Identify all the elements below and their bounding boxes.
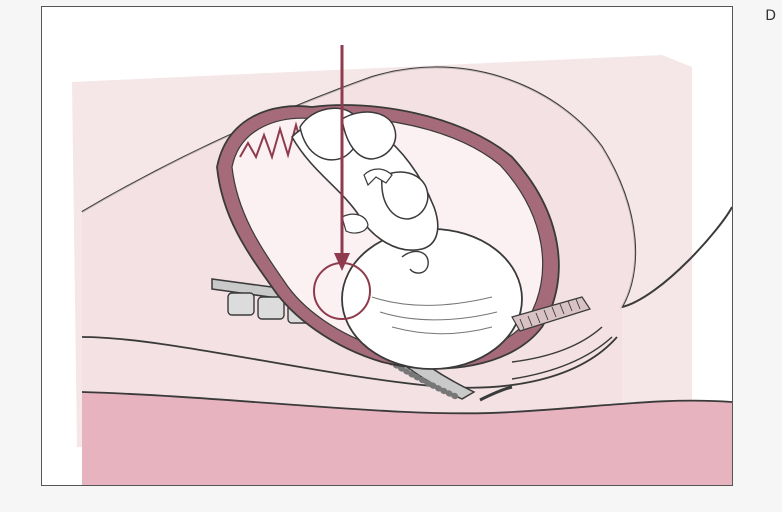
page-corner-glyph: D <box>765 8 776 24</box>
pregnancy-cross-section-illustration <box>42 7 732 485</box>
medical-illustration-frame <box>41 6 733 486</box>
